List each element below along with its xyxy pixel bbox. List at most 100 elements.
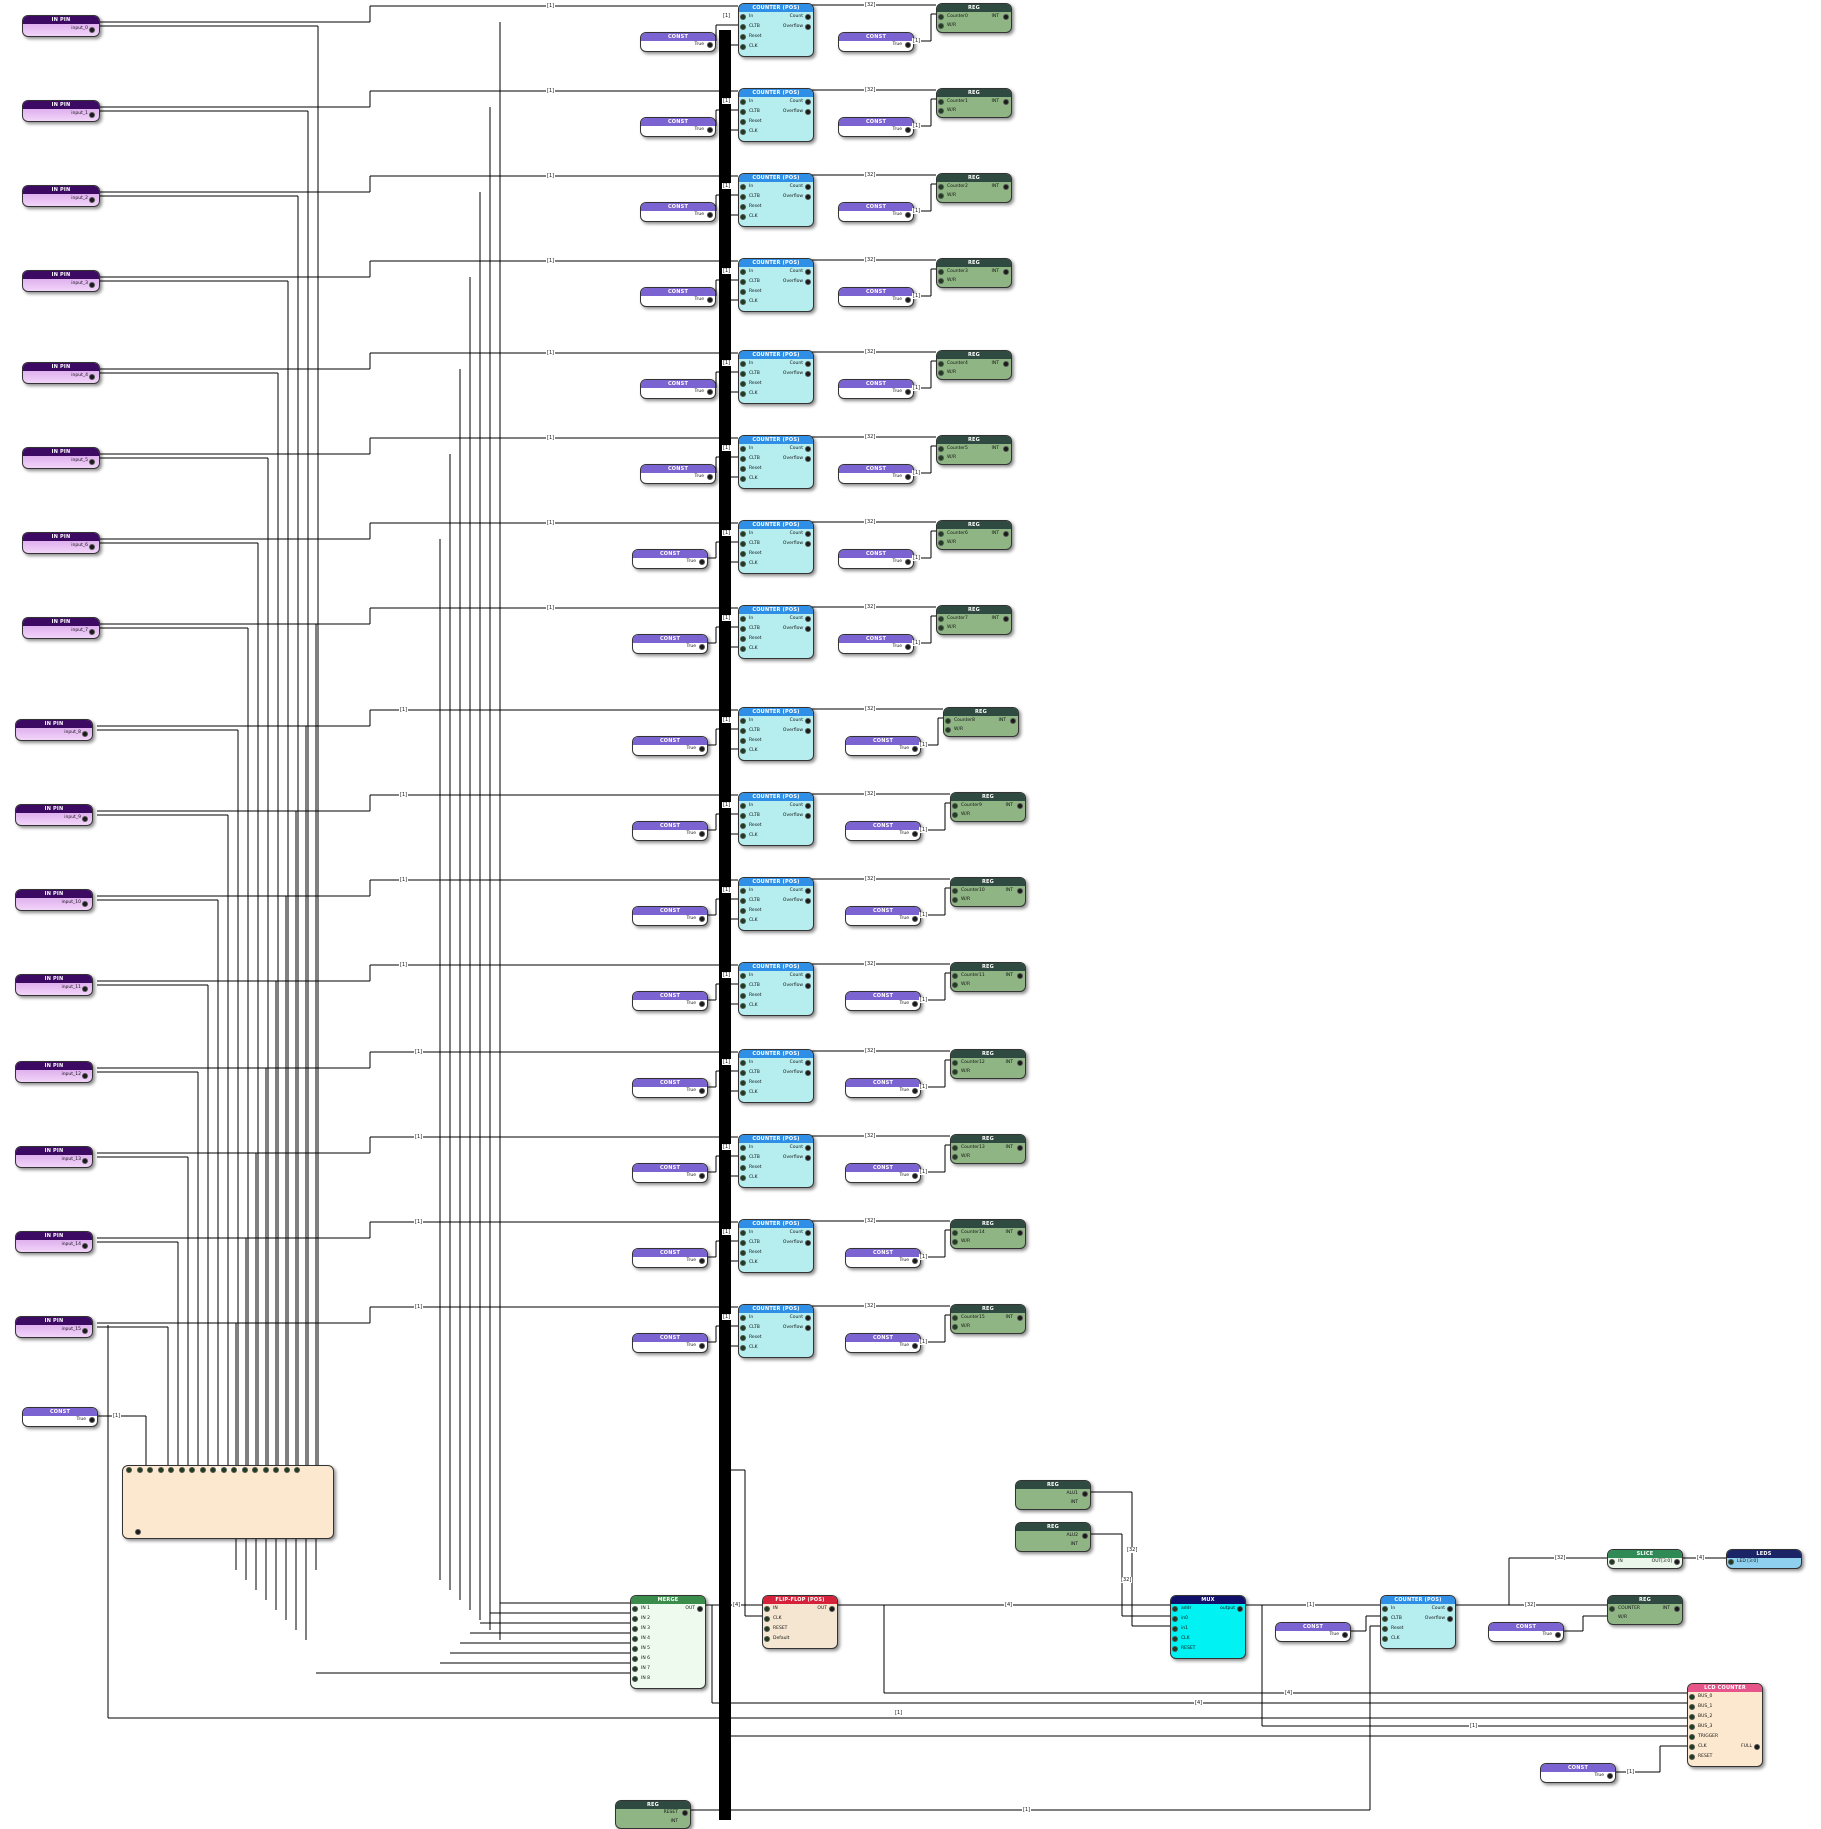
const-port[interactable] [912, 746, 918, 752]
input-pin-port[interactable] [82, 816, 88, 822]
counter-in-port[interactable] [740, 1345, 746, 1351]
counter-in-port[interactable] [740, 1175, 746, 1181]
reg-alu1-out-port[interactable] [1082, 1491, 1088, 1497]
reg-wr-port[interactable] [938, 278, 944, 284]
input-pin-port[interactable] [89, 374, 95, 380]
counter-in-port[interactable] [740, 466, 746, 472]
const-port[interactable] [912, 831, 918, 837]
merge16-in-port[interactable] [178, 1467, 185, 1473]
mux-in-port[interactable] [1172, 1636, 1178, 1642]
reg-in-port[interactable] [938, 446, 944, 452]
input-pin-port[interactable] [89, 282, 95, 288]
counter-out-port[interactable] [805, 194, 811, 200]
input-pin-port[interactable] [89, 197, 95, 203]
reg-out-port[interactable] [1017, 888, 1023, 894]
counter-out-port[interactable] [805, 184, 811, 190]
reg-in-port[interactable] [952, 1230, 958, 1236]
const-port[interactable] [905, 559, 911, 565]
counter-in-port[interactable] [740, 391, 746, 397]
const-port[interactable] [912, 1088, 918, 1094]
counter-in-port[interactable] [740, 823, 746, 829]
reg-in-port[interactable] [938, 184, 944, 190]
input-pin-port[interactable] [82, 986, 88, 992]
reg-in-port[interactable] [945, 718, 951, 724]
counter-in-port[interactable] [740, 279, 746, 285]
const-port[interactable] [699, 1001, 705, 1007]
reg-main-in-port[interactable] [1609, 1606, 1615, 1612]
const-port[interactable] [912, 1001, 918, 1007]
counter-in-port[interactable] [740, 44, 746, 50]
reg-wr-port[interactable] [938, 23, 944, 29]
reg-wr-port[interactable] [952, 812, 958, 818]
reg-wr-port[interactable] [938, 540, 944, 546]
counter-in-port[interactable] [740, 1260, 746, 1266]
const-port[interactable] [912, 1258, 918, 1264]
counter-out-port[interactable] [805, 361, 811, 367]
counter-in-port[interactable] [740, 446, 746, 452]
reg-out-port[interactable] [1017, 973, 1023, 979]
const-port[interactable] [912, 1173, 918, 1179]
counter-in-port[interactable] [740, 983, 746, 989]
counter-in-port[interactable] [740, 1335, 746, 1341]
merge16-in-port[interactable] [294, 1467, 300, 1473]
merge16-in-port[interactable] [283, 1467, 290, 1473]
counter-in-port[interactable] [740, 1080, 746, 1086]
merge16-in-port[interactable] [262, 1467, 269, 1473]
counter-in-port[interactable] [740, 888, 746, 894]
const-port[interactable] [707, 42, 713, 48]
reg-out-port[interactable] [1010, 718, 1016, 724]
leds-in-port[interactable] [1728, 1559, 1734, 1565]
input-pin-port[interactable] [82, 1328, 88, 1334]
counter-in-port[interactable] [740, 381, 746, 387]
reg-in-port[interactable] [952, 973, 958, 979]
reg-alu2-out-port[interactable] [1082, 1533, 1088, 1539]
reg-wr-port[interactable] [952, 1069, 958, 1075]
merge16-in-port[interactable] [157, 1467, 164, 1473]
reg-wr-port[interactable] [952, 1239, 958, 1245]
reg-out-port[interactable] [1003, 184, 1009, 190]
input-pin-port[interactable] [82, 1243, 88, 1249]
reg-out-port[interactable] [1003, 99, 1009, 105]
reg-wr-port[interactable] [952, 897, 958, 903]
counter-out-port[interactable] [805, 531, 811, 537]
input-pin-port[interactable] [89, 459, 95, 465]
counter-in-port[interactable] [740, 1230, 746, 1236]
counter-in-port[interactable] [740, 1003, 746, 1009]
lcd-in-port[interactable] [1689, 1754, 1695, 1760]
counter-in-port[interactable] [740, 269, 746, 275]
reg-in-port[interactable] [938, 269, 944, 275]
counter-out-port[interactable] [805, 728, 811, 734]
counter-in-port[interactable] [740, 626, 746, 632]
counter-out-port[interactable] [805, 456, 811, 462]
const-port[interactable] [1607, 1773, 1613, 1779]
merge-in-port[interactable] [632, 1606, 638, 1612]
merge-in-port[interactable] [632, 1626, 638, 1632]
counter-in-port[interactable] [1382, 1636, 1388, 1642]
const-port[interactable] [707, 127, 713, 133]
counter-in-port[interactable] [740, 371, 746, 377]
counter-in-port[interactable] [1382, 1626, 1388, 1632]
